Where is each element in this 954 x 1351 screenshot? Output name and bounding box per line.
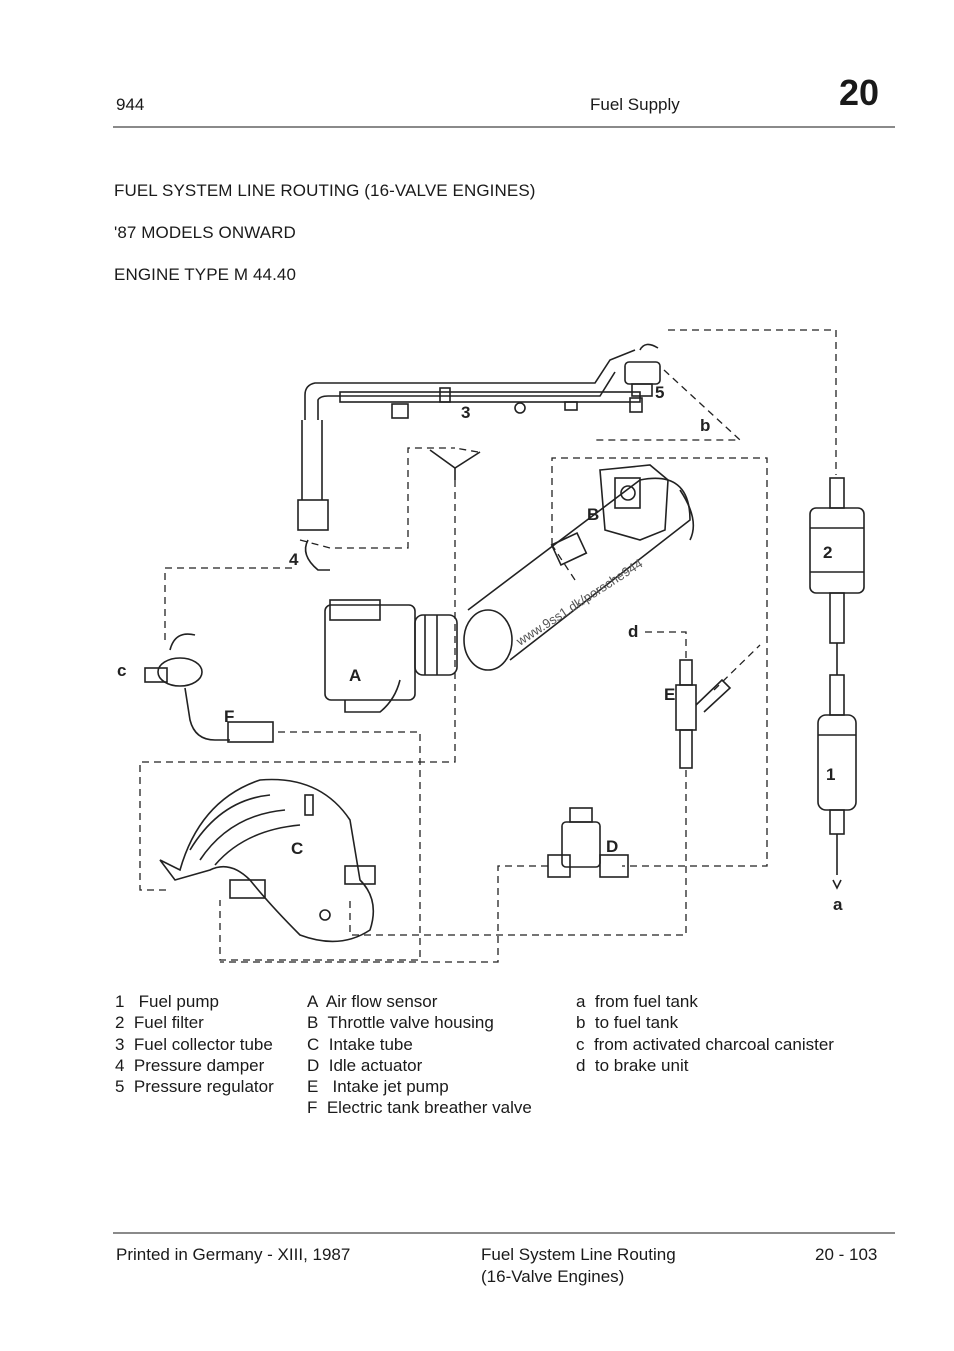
legend-item: B Throttle valve housing — [307, 1013, 494, 1033]
label-D: D — [606, 837, 618, 856]
label-E: E — [664, 685, 675, 704]
pressure-regulator — [624, 343, 661, 397]
intake-manifold — [159, 778, 376, 943]
legend-item: A Air flow sensor — [307, 992, 438, 1011]
legend-item: a from fuel tank — [576, 992, 698, 1011]
throttle-valve-housing — [550, 464, 669, 566]
legend-item: b to fuel tank — [576, 1013, 679, 1033]
header-rule — [113, 126, 895, 128]
legend-item: D Idle actuator — [307, 1055, 423, 1075]
footer-topic-line1: Fuel System Line Routing — [481, 1245, 676, 1264]
fuel-pump — [817, 674, 857, 890]
legend-connections: a from fuel tank b to fuel tank c from a… — [576, 991, 834, 1076]
section-title: Fuel Supply — [590, 95, 680, 114]
engine-type: ENGINE TYPE M 44.40 — [114, 265, 297, 284]
label-3: 3 — [461, 403, 470, 422]
legend-item: C Intake tube — [307, 1034, 413, 1054]
label-4: 4 — [289, 550, 299, 569]
fuel-filter — [809, 477, 865, 675]
label-2: 2 — [823, 543, 832, 562]
footer-topic-line2: (16-Valve Engines) — [481, 1267, 625, 1286]
legend-item: 2 Fuel filter — [115, 1013, 204, 1033]
page-title: FUEL SYSTEM LINE ROUTING (16-VALVE ENGIN… — [114, 181, 536, 200]
legend-item: 3 Fuel collector tube — [115, 1034, 273, 1054]
label-C: C — [291, 839, 303, 858]
air-flow-sensor — [324, 599, 458, 713]
intake-jet-pump — [675, 659, 732, 769]
legend-item: c from activated charcoal canister — [576, 1034, 834, 1054]
print-info: Printed in Germany - XIII, 1987 — [116, 1245, 351, 1264]
footer-rule — [113, 1232, 895, 1234]
legend-numbers: 1 Fuel pump 2 Fuel filter 3 Fuel collect… — [115, 991, 274, 1097]
legend-item: 1 Fuel pump — [115, 992, 219, 1011]
label-b: b — [700, 416, 710, 435]
label-F: F — [224, 707, 234, 726]
fuel-collector-tube — [297, 349, 643, 571]
legend-item: 5 Pressure regulator — [115, 1077, 274, 1097]
charcoal-canister-valve — [144, 633, 274, 743]
label-A: A — [349, 666, 361, 685]
legend-item: 4 Pressure damper — [115, 1055, 265, 1075]
chapter-number: 20 — [839, 72, 880, 113]
page-number: 20 - 103 — [815, 1245, 878, 1264]
label-1: 1 — [826, 765, 835, 784]
model-years: '87 MODELS ONWARD — [114, 223, 296, 242]
label-a: a — [833, 895, 843, 914]
y-piece — [429, 449, 481, 480]
label-5: 5 — [655, 383, 664, 402]
watermark-text: www.9ss1.dk/porsche944 — [513, 556, 646, 649]
legend-item: E Intake jet pump — [307, 1077, 449, 1097]
legend-item: d to brake unit — [576, 1055, 689, 1075]
legend-item: F Electric tank breather valve — [307, 1098, 532, 1118]
dashed-lines — [139, 329, 837, 963]
model-number: 944 — [116, 95, 145, 114]
intake-hose — [463, 477, 695, 671]
idle-actuator — [547, 807, 629, 878]
label-d: d — [628, 622, 638, 641]
label-B: B — [587, 505, 599, 524]
label-c: c — [117, 661, 126, 680]
legend-components: A Air flow sensor B Throttle valve housi… — [307, 991, 532, 1119]
footer-topic: Fuel System Line Routing (16-Valve Engin… — [481, 1244, 676, 1288]
